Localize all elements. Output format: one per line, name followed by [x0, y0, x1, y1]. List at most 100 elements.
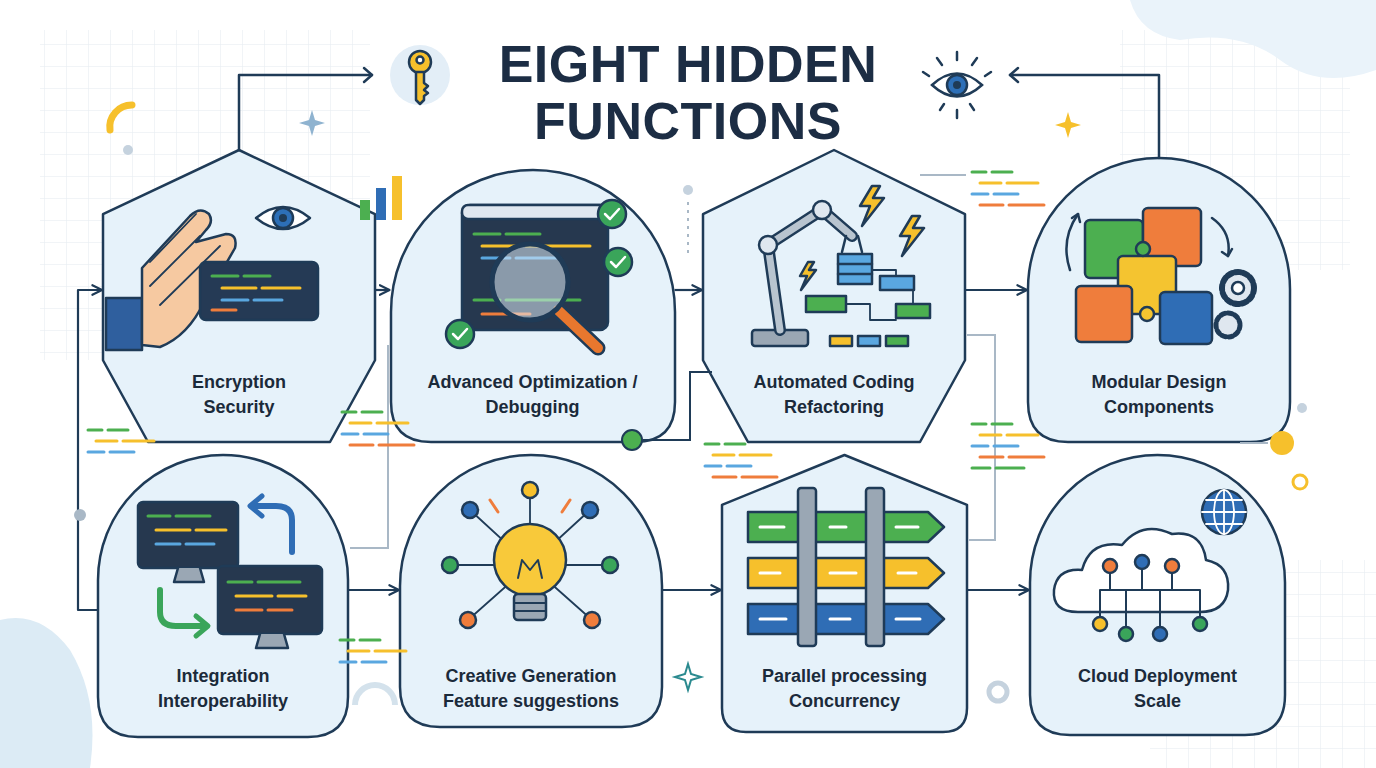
finger-line	[150, 214, 220, 305]
decor-dot	[1270, 431, 1294, 455]
guide-line	[350, 345, 388, 548]
sync-bar	[798, 488, 816, 646]
process-band	[748, 604, 944, 634]
node-shape	[1028, 158, 1290, 442]
node-shape	[103, 150, 375, 442]
code-snippet-line	[972, 171, 1012, 174]
node-outline	[400, 455, 662, 727]
robot-base	[752, 330, 808, 346]
code-line	[148, 515, 210, 518]
lightning-bolt	[900, 216, 924, 256]
node-text-box: Advanced Optimization / Debugging	[391, 370, 675, 420]
decor-arc	[355, 685, 395, 705]
node-shape	[400, 455, 662, 727]
code-snippet-line	[705, 465, 751, 468]
monitor-stand	[174, 568, 204, 582]
corner-blob	[1130, 0, 1376, 78]
puzzle-knob	[1140, 307, 1154, 321]
code-line	[236, 595, 306, 598]
code-snippet-line	[980, 434, 1038, 437]
decor-arc	[110, 105, 132, 130]
idea-dot	[442, 557, 458, 573]
exchange-arrow	[160, 590, 204, 626]
cycle-arrow	[1212, 218, 1229, 256]
function-node: Cloud Deployment Scale	[1030, 455, 1285, 735]
flow-arrow	[675, 289, 703, 291]
idea-dot	[582, 502, 598, 518]
node-text-box: Creative Generation Feature suggestions	[400, 664, 662, 714]
window-bar	[462, 205, 608, 219]
cycle-arrow	[1066, 214, 1078, 270]
module-cube	[1085, 220, 1143, 278]
code-panel	[200, 262, 318, 320]
flow-arrow	[967, 589, 1029, 591]
code-snippet-line	[340, 661, 386, 664]
code-snippet-line	[342, 433, 388, 436]
check-badge	[598, 200, 626, 228]
flow-block	[896, 304, 930, 318]
chart-bar	[360, 200, 370, 220]
check-mark	[611, 257, 625, 267]
flow-block	[830, 336, 852, 346]
code-snippet-line	[705, 443, 745, 446]
eye-symbol	[947, 75, 967, 95]
function-node: Advanced Optimization / Debugging	[391, 170, 675, 442]
globe-line	[1214, 490, 1234, 534]
diagram-title: EIGHT HIDDEN FUNCTIONS	[463, 36, 913, 150]
code-snippet-line	[348, 650, 406, 653]
flow-arrow	[662, 589, 721, 591]
robot-arm	[768, 210, 852, 330]
dotted-line	[687, 202, 689, 258]
code-snippet-line	[96, 440, 154, 443]
bulb-base	[514, 594, 546, 620]
network-node	[1135, 555, 1149, 569]
code-snippet-line	[88, 429, 128, 432]
node-label: Parallel processing Concurrency	[750, 664, 940, 714]
robot-arm	[768, 210, 852, 330]
sparkle	[1055, 112, 1081, 138]
lightning-bolt	[860, 186, 884, 226]
magnifier-handle	[558, 310, 598, 348]
monitor-stand	[256, 634, 288, 648]
sparkle	[675, 664, 701, 690]
decor-dot	[622, 430, 642, 450]
module-cube	[1143, 208, 1201, 266]
loop-arrow-head	[364, 68, 372, 82]
decor-dot	[74, 509, 86, 521]
bar-chart	[360, 176, 402, 220]
process-band	[748, 512, 944, 542]
network-node	[1093, 617, 1107, 631]
gear-symbol	[1216, 313, 1240, 337]
idea-dot	[584, 612, 600, 628]
code-line	[236, 609, 292, 612]
decor-dot	[683, 185, 693, 195]
decor-line	[1240, 442, 1268, 444]
band-mark	[760, 526, 918, 529]
flow-block	[858, 336, 880, 346]
flow-block	[880, 276, 914, 290]
eye-symbol	[953, 81, 961, 89]
node-shape	[703, 150, 965, 442]
lightbulb	[494, 524, 566, 596]
flow-arrow	[375, 289, 390, 291]
node-text-box: Encryption Security	[103, 370, 375, 420]
node-shape	[98, 455, 348, 737]
code-snippet-line	[972, 193, 1018, 196]
loop-line	[239, 75, 372, 150]
key-symbol	[409, 51, 431, 73]
flow-arrow	[965, 289, 1027, 291]
eye-symbol	[273, 208, 293, 228]
node-text-box: Modular Design Components	[1028, 370, 1290, 420]
sync-bar	[866, 488, 884, 646]
node-text-box: Cloud Deployment Scale	[1030, 664, 1285, 714]
monitor-screen	[138, 502, 238, 568]
module-cube	[1118, 256, 1176, 314]
cycle-arrow	[1222, 249, 1232, 256]
node-text-box: Parallel processing Concurrency	[722, 664, 967, 714]
exchange-arrow	[250, 496, 262, 516]
function-node: Creative Generation Feature suggestions	[400, 455, 662, 727]
node-shape	[1030, 455, 1285, 735]
code-snippet-line	[713, 454, 771, 457]
check-badge	[446, 320, 474, 348]
